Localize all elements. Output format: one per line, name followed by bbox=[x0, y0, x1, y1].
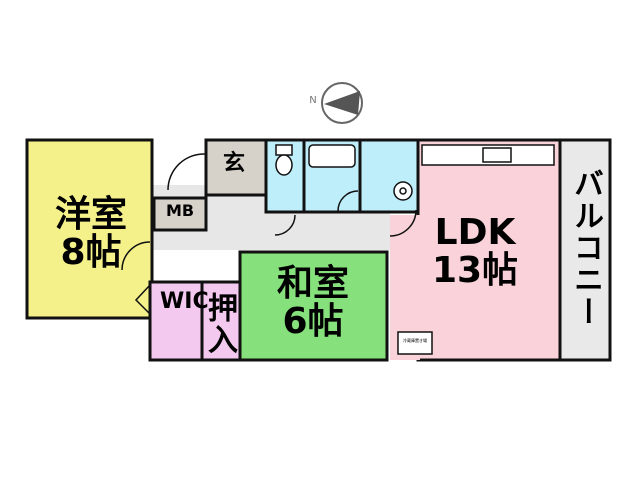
oshiire-room-label: 押入 bbox=[202, 292, 237, 356]
bathtub-icon bbox=[308, 144, 356, 168]
fridge-space-icon bbox=[397, 331, 433, 355]
western-room-label: 洋室 8帖 bbox=[54, 194, 127, 273]
western-door-arc bbox=[121, 241, 151, 271]
fridge-space-label: 冷蔵庫置き場 bbox=[403, 338, 427, 343]
kitchen-counter-icon bbox=[421, 144, 555, 166]
entrance-room bbox=[204, 138, 268, 197]
ldk-room-label: LDK 13帖 bbox=[431, 212, 519, 291]
balcony-room bbox=[558, 138, 612, 362]
hall-door-arc bbox=[274, 214, 296, 236]
mb-room bbox=[152, 196, 208, 232]
bath-door-arc bbox=[337, 190, 359, 212]
toilet-fixture-icon bbox=[275, 144, 293, 176]
balcony-room-label: バルコニー bbox=[568, 168, 603, 328]
western-room bbox=[25, 138, 154, 320]
japanese-room bbox=[238, 250, 389, 362]
wic-room bbox=[148, 280, 204, 362]
entrance-room-label: 玄 bbox=[222, 151, 245, 176]
entrance-door-arc bbox=[167, 153, 207, 191]
compass-north-label: N bbox=[309, 95, 317, 106]
oshiire-room bbox=[200, 280, 242, 362]
wic-room-label: WIC bbox=[160, 289, 209, 314]
japanese-room-label: 和室 6帖 bbox=[276, 263, 349, 342]
washroom bbox=[358, 138, 420, 214]
ldk-door-arc bbox=[389, 209, 417, 237]
mb-room-label: MB bbox=[165, 201, 195, 220]
compass-icon bbox=[321, 82, 363, 124]
sink-icon bbox=[393, 181, 413, 201]
wic-door-arc bbox=[134, 284, 151, 315]
